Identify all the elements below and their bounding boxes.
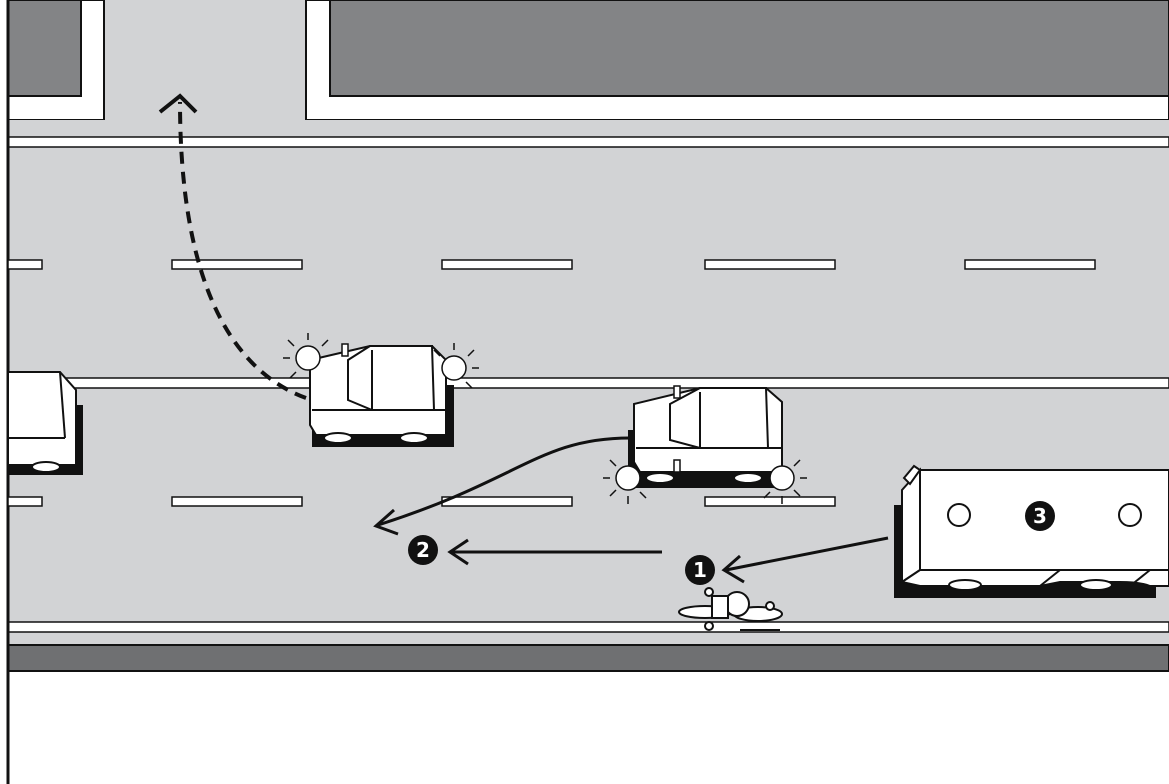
car-wheel: [733, 472, 763, 484]
road-edge-line-bottom: [7, 621, 1169, 633]
car-wheel: [323, 432, 353, 444]
dashed-arrowhead: [158, 93, 198, 114]
lane-dash: [964, 259, 1096, 270]
median-line: [7, 377, 1169, 389]
hazard-light-icon: [763, 459, 807, 504]
truck-wheel: [1079, 579, 1113, 591]
lane-dash: [704, 259, 836, 270]
marker-3: 3: [1025, 501, 1055, 531]
marker-label: 3: [1033, 504, 1047, 528]
bicycle-icon: [678, 587, 783, 631]
lane-dashes-upper: [7, 259, 1096, 270]
lane-dash: [441, 259, 573, 270]
lane-dash: [7, 259, 43, 270]
cyclist-body: [711, 595, 729, 619]
car-mirror: [673, 385, 681, 399]
truck-icon: [894, 464, 1169, 598]
lane-dash: [441, 496, 573, 507]
marker-label: 1: [693, 558, 707, 582]
lane-dash: [171, 259, 303, 270]
truck-window: [947, 503, 971, 527]
hazard-light-icon: [283, 333, 329, 379]
arrowhead: [721, 554, 745, 584]
arrowhead: [447, 538, 469, 566]
side-street: [104, 0, 306, 122]
arrow-icon: [725, 536, 889, 572]
car-wheel: [399, 432, 429, 444]
marker-label: 2: [416, 538, 430, 562]
car-mirror: [341, 343, 349, 357]
block-right: [329, 0, 1169, 97]
truck-wheel: [948, 579, 982, 591]
arrow-icon: [377, 436, 631, 527]
turning-car: [309, 343, 454, 447]
marker-2: 2: [408, 535, 438, 565]
truck-side: [901, 467, 921, 584]
lane-dashes-lower: [7, 496, 836, 507]
marker-circle: [408, 535, 438, 565]
truck-window: [1118, 503, 1142, 527]
hazard-light-icon: [603, 459, 647, 504]
car-wheel: [645, 472, 675, 484]
car-mirror: [673, 459, 681, 473]
car-roof-edge: [59, 371, 66, 439]
truck-detail: [1039, 569, 1061, 587]
lane-dash: [171, 496, 303, 507]
lane-dash: [7, 496, 43, 507]
bottom-curb: [7, 644, 1169, 672]
top-blocks: [7, 0, 1169, 122]
car-wheel: [31, 461, 61, 473]
truck-detail: [1129, 569, 1151, 587]
arrowhead: [373, 508, 399, 536]
swerving-car: [628, 385, 783, 488]
block-left: [7, 0, 82, 97]
car-cabin: [347, 345, 436, 411]
marker-1: 1: [685, 555, 715, 585]
car-cabin: [669, 387, 770, 449]
marker-circle: [1025, 501, 1055, 531]
car-icon: [7, 371, 83, 475]
lane-dash: [704, 496, 836, 507]
hazard-light-icon: [433, 343, 479, 389]
marker-circle: [685, 555, 715, 585]
car-body: [7, 371, 77, 466]
